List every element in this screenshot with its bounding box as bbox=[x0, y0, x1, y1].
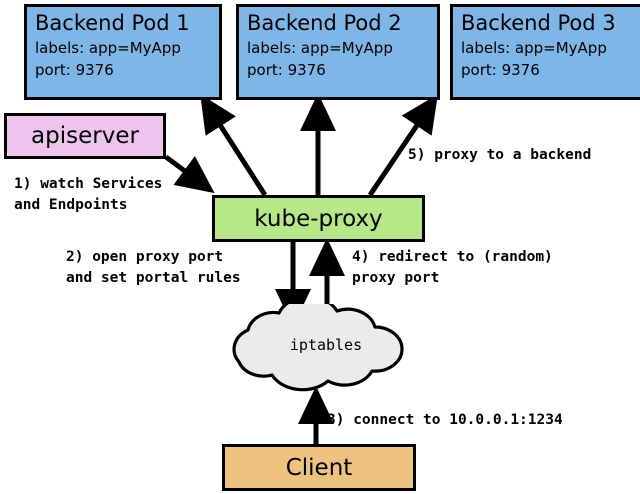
backend-pod-3-title: Backend Pod 3 bbox=[461, 11, 616, 35]
annotation-step-2: 2) open proxy port and set portal rules bbox=[66, 249, 241, 286]
annotation-step-5: 5) proxy to a backend bbox=[408, 147, 592, 163]
iptables-label: iptables bbox=[289, 336, 363, 354]
annotation-step-3: 3) connect to 10.0.0.1:1234 bbox=[327, 412, 563, 428]
backend-pod-2[interactable]: Backend Pod 2 labels: app=MyApp port: 93… bbox=[236, 4, 440, 100]
backend-pod-1[interactable]: Backend Pod 1 labels: app=MyApp port: 93… bbox=[24, 4, 222, 100]
client-label: Client bbox=[285, 454, 353, 481]
backend-pod-1-labels: labels: app=MyApp bbox=[35, 39, 181, 57]
backend-pod-3[interactable]: Backend Pod 3 labels: app=MyApp port: 93… bbox=[450, 4, 640, 100]
annotation-step-1: 1) watch Services and Endpoints bbox=[14, 176, 163, 213]
apiserver-label: apiserver bbox=[31, 123, 139, 149]
backend-pod-2-port: port: 9376 bbox=[247, 61, 326, 79]
kube-proxy-label: kube-proxy bbox=[254, 205, 383, 232]
backend-pod-2-labels: labels: app=MyApp bbox=[247, 39, 393, 57]
backend-pod-3-labels: labels: app=MyApp bbox=[461, 39, 607, 57]
kube-proxy-node[interactable]: kube-proxy bbox=[212, 195, 425, 242]
backend-pod-1-port: port: 9376 bbox=[35, 61, 114, 79]
annotation-step-4: 4) redirect to (random) proxy port bbox=[352, 249, 553, 286]
edge-kubeproxy-to-pod1 bbox=[200, 94, 268, 197]
backend-pod-2-title: Backend Pod 2 bbox=[247, 11, 402, 35]
edge-apiserver-to-kubeproxy bbox=[164, 154, 215, 194]
backend-pod-3-port: port: 9376 bbox=[461, 61, 540, 79]
backend-pod-1-title: Backend Pod 1 bbox=[35, 11, 190, 35]
apiserver-node[interactable]: apiserver bbox=[4, 113, 166, 159]
client-node[interactable]: Client bbox=[222, 444, 416, 491]
